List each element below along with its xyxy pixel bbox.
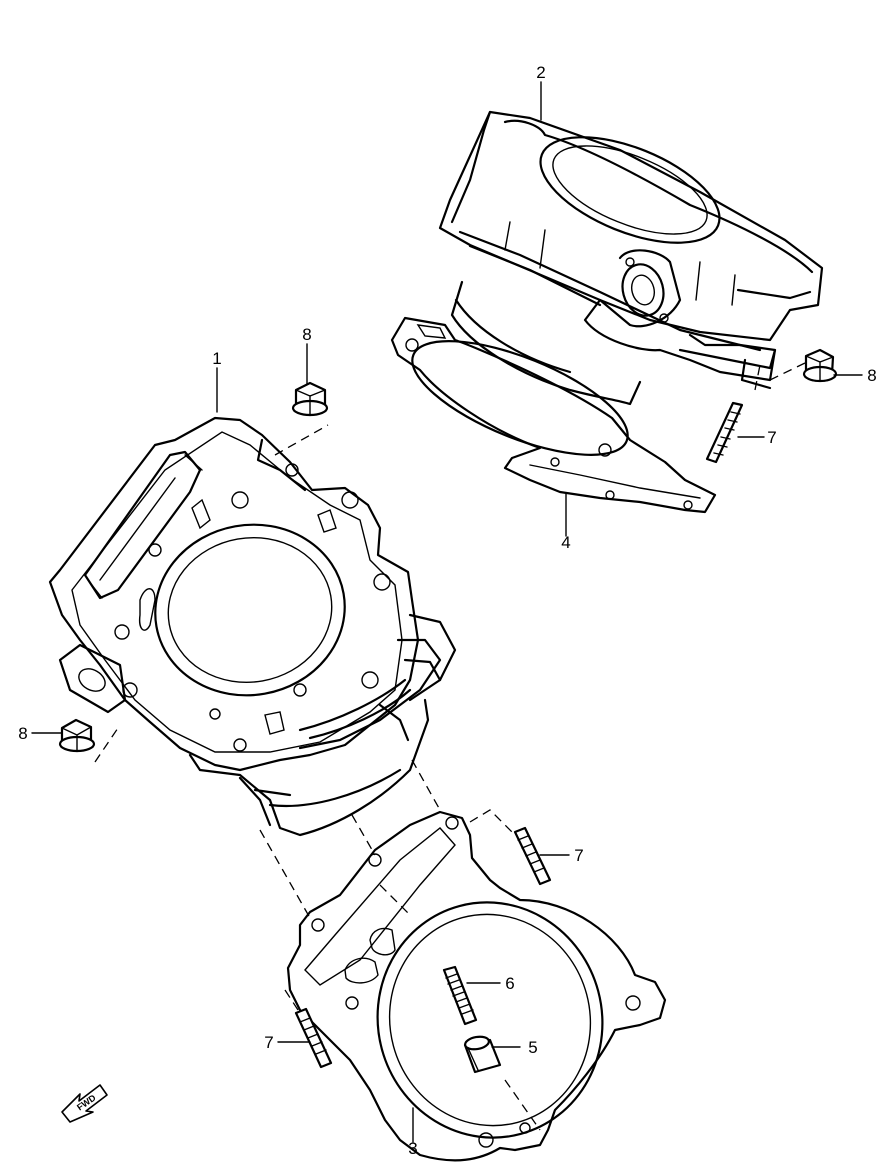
assembly-guide-lines (94, 362, 806, 1131)
flange-nut-part-8-right[interactable] (802, 348, 838, 383)
stud-part-7-middle[interactable] (513, 826, 552, 886)
fwd-arrow-icon: FWD (61, 1084, 108, 1123)
callout-7-upper: 7 (767, 428, 776, 447)
callout-4: 4 (561, 533, 570, 552)
stud-part-7-upper[interactable] (705, 401, 744, 464)
front-cylinder-part-1[interactable] (48, 416, 457, 837)
flange-nut-part-8-left[interactable] (58, 718, 96, 753)
callout-8-right: 8 (867, 366, 876, 385)
callout-8-left: 8 (18, 724, 27, 743)
callout-6: 6 (505, 974, 514, 993)
stud-part-7-lower[interactable] (294, 1007, 333, 1069)
dowel-pin-part-5[interactable] (463, 1035, 502, 1074)
rear-base-gasket-part-4[interactable] (390, 316, 717, 514)
front-base-gasket-part-3[interactable] (286, 810, 667, 1163)
flange-nut-part-8-top[interactable] (291, 381, 329, 417)
callout-8-top: 8 (302, 325, 311, 344)
callout-7-middle: 7 (574, 846, 583, 865)
callout-3: 3 (408, 1139, 417, 1158)
callout-leaders (31, 81, 863, 1143)
callout-5: 5 (528, 1038, 537, 1057)
callout-2: 2 (536, 63, 545, 82)
callout-7-lower: 7 (264, 1033, 273, 1052)
stud-part-6[interactable] (442, 965, 478, 1026)
callout-1: 1 (212, 349, 221, 368)
rear-cylinder-part-2[interactable] (438, 110, 824, 406)
